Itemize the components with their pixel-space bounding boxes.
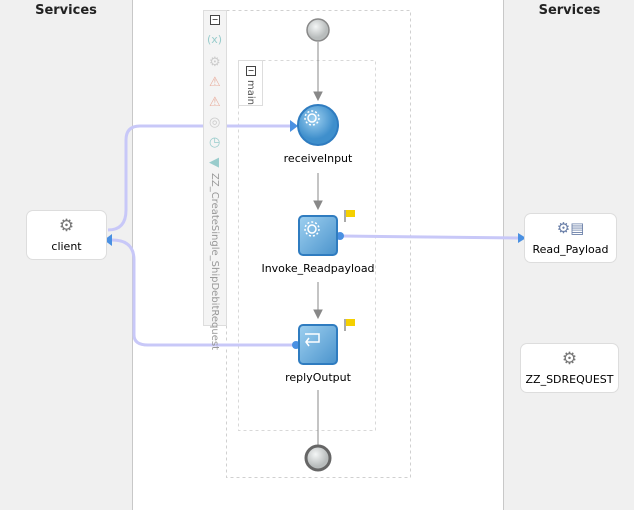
end-node[interactable] [304,444,332,472]
service-client[interactable]: ⚙ client [26,210,107,260]
main-collapse-icon[interactable]: − [246,66,256,76]
collapse-icon[interactable]: − [210,15,220,25]
service-label: Read_Payload [532,243,609,256]
flag-icon [344,210,355,331]
fault-handler-icon[interactable]: ⚠ [209,75,221,90]
catch-all-icon[interactable]: ⚠ [209,95,221,110]
compensation-icon[interactable]: ◎ [209,115,221,130]
activity-label: replyOutput [285,371,351,384]
activity-label: Invoke_Readpayload [261,262,375,275]
process-toolbar: − (x) ⚙ ⚠ ⚠ ◎ ◷ ◀ ZZ_CreateSingle_ShipDe… [203,10,227,350]
flow-arrows [313,42,323,446]
file-adapter-icon: ⚙▤ [556,219,585,237]
start-node[interactable] [306,18,330,42]
main-scope-label: main [245,80,256,105]
partner-link-icon[interactable]: ⚙ [209,55,221,70]
panel-title: Services [538,3,601,18]
invoke-activity[interactable] [298,215,338,256]
service-label: ZZ_SDREQUEST [525,373,614,386]
reply-icon [305,333,320,347]
service-label: client [51,240,82,253]
correlation-icon[interactable]: ◀ [209,155,219,170]
variables-icon[interactable]: (x) [207,33,223,46]
process-name: ZZ_CreateSingle_ShipDebitRequest [209,173,220,351]
main-scope-border [238,60,376,431]
gear-icon [304,110,320,237]
event-handler-icon[interactable]: ◷ [209,135,221,150]
service-read-payload[interactable]: ⚙▤ Read_Payload [524,213,617,263]
service-zz-sdrequest[interactable]: ⚙ ZZ_SDREQUEST [520,343,619,393]
activity-label: receiveInput [283,152,353,165]
panel-title: Services [35,3,97,18]
reply-activity[interactable] [298,324,338,365]
partner-connectors [107,124,519,347]
gear-adapter-icon: ⚙ [58,216,75,236]
receive-activity[interactable] [297,104,339,146]
gear-adapter-icon: ⚙ [561,349,578,369]
